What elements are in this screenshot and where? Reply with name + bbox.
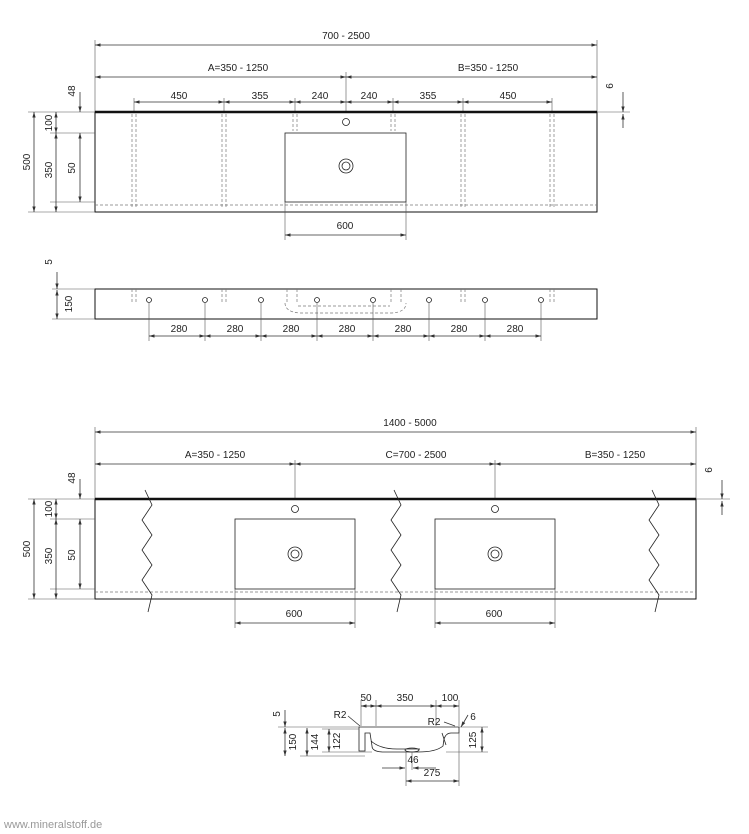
front-spacing-label: 280 [507,324,524,335]
dim-a-range-double: A=350 - 1250 [185,450,246,461]
dim-b-range-double: B=350 - 1250 [585,450,646,461]
dim-240-left: 240 [312,91,329,102]
dim-48-double: 48 [67,472,78,484]
dim-450-right: 450 [500,91,517,102]
front-dim-150: 150 [64,295,75,312]
sec-dim-350: 350 [397,693,414,704]
dim-6-double: 6 [704,467,715,473]
tap-hole-icon [491,505,499,513]
dim-100-double: 100 [44,500,55,517]
sec-dim-144: 144 [310,733,321,750]
sec-dim-6: 6 [470,712,476,723]
sec-dim-100: 100 [442,693,459,704]
front-spacing-label: 280 [395,324,412,335]
dim-b-range: B=350 - 1250 [458,63,519,74]
fixing-holes [146,297,544,303]
dim-a-range: A=350 - 1250 [208,63,269,74]
front-spacing-label: 280 [339,324,356,335]
tap-hole-icon [291,505,299,513]
dim-c-range-double: C=700 - 2500 [386,450,447,461]
dim-450-left: 450 [171,91,188,102]
dim-depth-500-double: 500 [22,540,33,557]
dim-basin-width-right: 600 [486,609,503,620]
dim-350-double: 350 [44,547,55,564]
sec-dim-125: 125 [468,731,479,748]
break-line [390,489,402,613]
watermark: www.mineralstoff.de [3,819,102,831]
view-front: 5 150 280 280 280 280 280 280 280 [44,259,598,341]
basin-right [434,518,556,590]
dim-basin-width: 600 [337,221,354,232]
view-section: 50 350 100 R2 R2 6 46 275 5 150 [272,693,488,786]
dim-50-double: 50 [67,549,78,561]
front-dim-5: 5 [44,259,55,265]
front-spacing-label: 280 [451,324,468,335]
sec-dim-46: 46 [407,755,419,766]
basin-left [234,518,356,590]
sec-dim-5: 5 [272,711,283,717]
dim-240-right: 240 [361,91,378,102]
dim-total-width-double: 1400 - 5000 [383,418,437,429]
dim-basin-width-left: 600 [286,609,303,620]
sec-dim-50: 50 [360,693,372,704]
dim-48: 48 [67,85,78,97]
dim-total-width: 700 - 2500 [322,31,370,42]
front-spacing-dims: 280 280 280 280 280 280 280 [148,303,542,341]
tap-hole-icon [342,118,350,126]
basin [284,132,407,203]
front-spacing-label: 280 [283,324,300,335]
view-double-basin-top: 1400 - 5000 A=350 - 1250 C=700 - 2500 B=… [22,418,730,628]
dim-350: 350 [44,161,55,178]
break-line [648,489,660,613]
dim-depth-500: 500 [22,153,33,170]
sec-dim-122: 122 [332,732,343,749]
sec-radius-left: R2 [334,710,347,721]
sec-radius-right: R2 [428,717,441,728]
sec-dim-150: 150 [288,733,299,750]
sec-dim-275: 275 [424,768,441,779]
dim-50: 50 [67,162,78,174]
dim-355-left: 355 [252,91,269,102]
dim-6: 6 [605,83,616,89]
front-spacing-label: 280 [171,324,188,335]
dim-100: 100 [44,114,55,131]
break-line [141,489,153,613]
basin-section-profile [358,726,460,753]
view-single-basin-top: 700 - 2500 A=350 - 1250 B=350 - 1250 450… [22,31,630,240]
front-spacing-label: 280 [227,324,244,335]
dim-355-right: 355 [420,91,437,102]
